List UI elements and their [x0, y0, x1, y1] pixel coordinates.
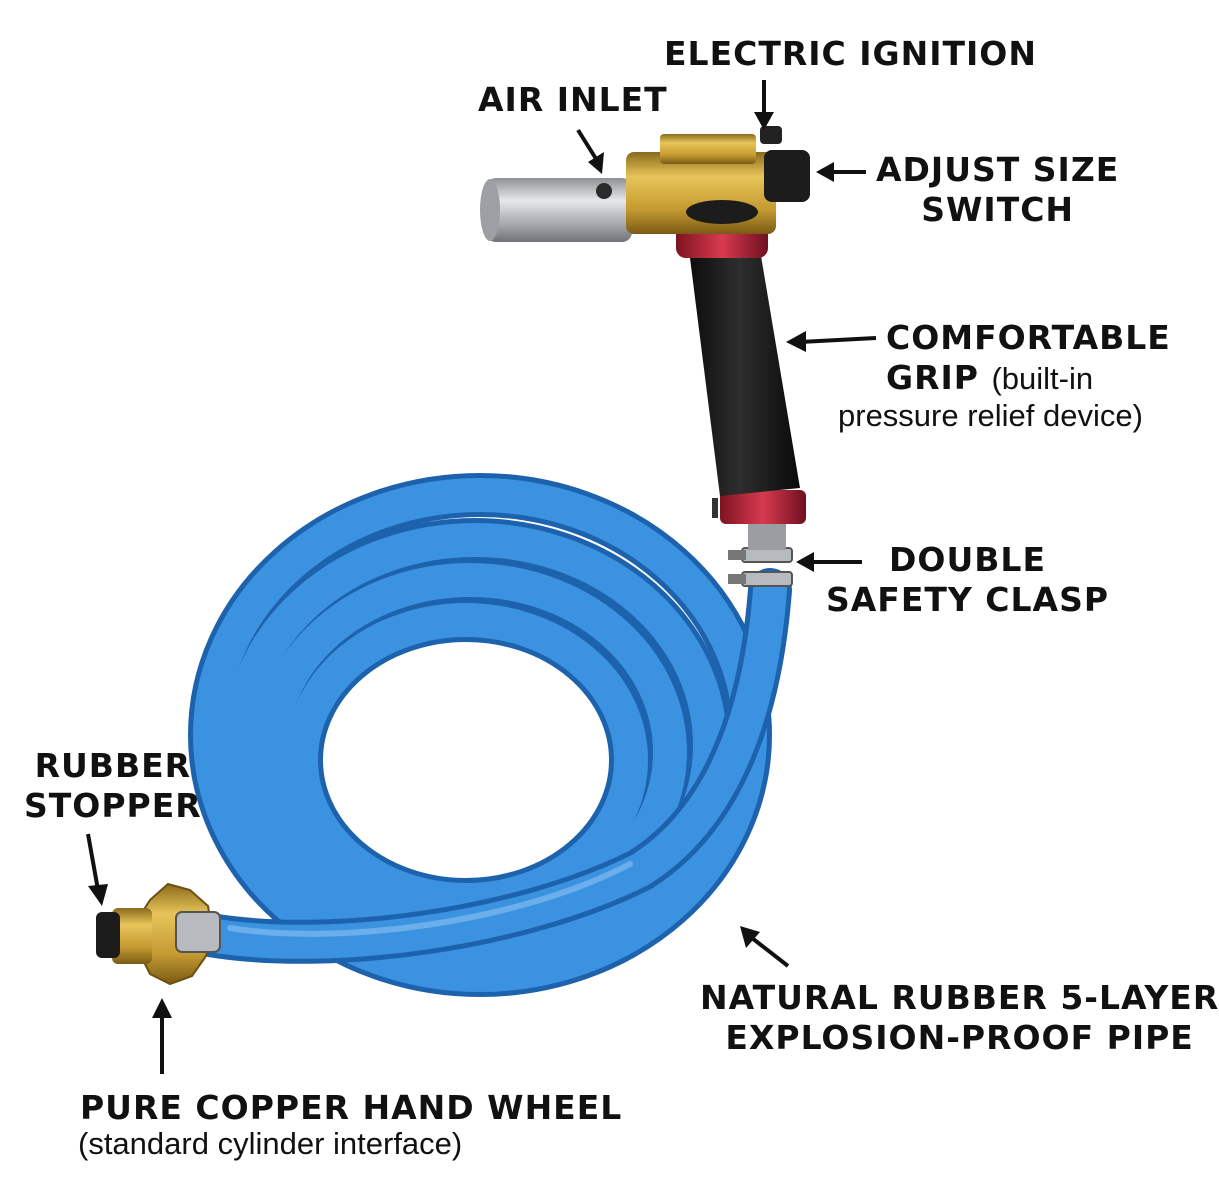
- label-hand-wheel-note-text: (standard cylinder interface): [78, 1126, 463, 1161]
- label-hose-line2: EXPLOSION-PROOF PIPE: [725, 1018, 1194, 1057]
- torch-head: [480, 126, 810, 242]
- label-clasp-line2: SAFETY CLASP: [826, 580, 1110, 619]
- label-hand-wheel: PURE COPPER HAND WHEEL: [80, 1088, 622, 1128]
- label-electric-ignition-text: ELECTRIC IGNITION: [664, 34, 1037, 73]
- label-rubber-stopper: RUBBER STOPPER: [24, 746, 202, 826]
- label-adjust-size-line2: SWITCH: [921, 190, 1075, 229]
- label-stopper-line1: RUBBER: [34, 746, 192, 785]
- label-grip-note: (built-in: [991, 361, 1094, 396]
- torch-grip: [676, 222, 806, 524]
- label-grip-word: GRIP: [886, 358, 979, 397]
- hose-coil: [188, 473, 792, 997]
- label-adjust-size-switch: ADJUST SIZE SWITCH: [876, 150, 1119, 230]
- callout-arrows: [86, 80, 877, 1074]
- label-hose-line1: NATURAL RUBBER 5-LAYER: [700, 978, 1219, 1017]
- label-air-inlet: AIR INLET: [478, 80, 668, 120]
- label-stopper-line2: STOPPER: [24, 786, 202, 825]
- label-double-safety-clasp: DOUBLE SAFETY CLASP: [826, 540, 1109, 620]
- double-safety-clasp: [728, 522, 793, 587]
- label-electric-ignition: ELECTRIC IGNITION: [664, 34, 1037, 74]
- label-comfortable-grip: COMFORTABLE: [886, 318, 1171, 358]
- label-hose: NATURAL RUBBER 5-LAYER EXPLOSION-PROOF P…: [700, 978, 1219, 1058]
- label-clasp-line1: DOUBLE: [889, 540, 1046, 579]
- label-grip-note-text: pressure relief device): [838, 398, 1143, 433]
- label-hand-wheel-note: (standard cylinder interface): [78, 1124, 462, 1164]
- label-adjust-size-line1: ADJUST SIZE: [876, 150, 1120, 189]
- copper-hand-wheel: [96, 882, 221, 986]
- label-air-inlet-text: AIR INLET: [478, 80, 668, 119]
- label-hand-wheel-title: PURE COPPER HAND WHEEL: [80, 1088, 623, 1127]
- label-comfortable-line1: COMFORTABLE: [886, 318, 1171, 357]
- label-grip-note-line2: pressure relief device): [838, 396, 1143, 436]
- label-grip-line: GRIP (built-in: [886, 358, 1093, 399]
